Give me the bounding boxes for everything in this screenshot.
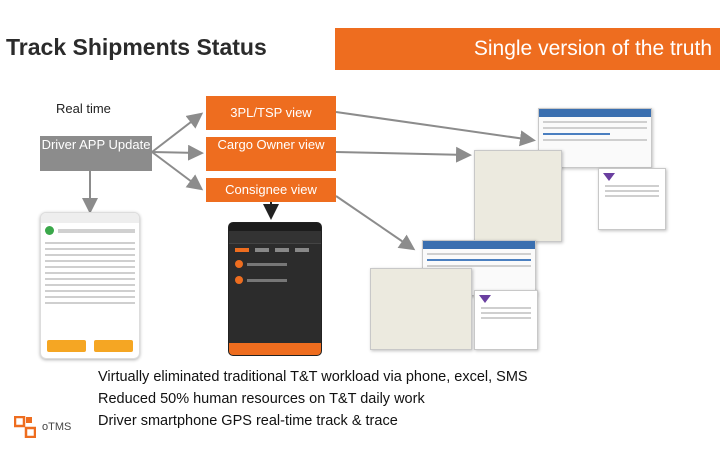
benefit-item: Virtually eliminated traditional T&T wor… (98, 369, 528, 385)
arrow-to-tsp (151, 112, 204, 153)
benefits-list: Virtually eliminated traditional T&T wor… (98, 366, 528, 432)
otms-logo-text: oTMS (42, 421, 72, 433)
cargo-map-screenshot (474, 150, 562, 242)
consignee-map-screenshot (370, 268, 472, 350)
otms-logo-icon (14, 416, 36, 438)
banner-text: Single version of the truth (473, 37, 712, 60)
app-bottom-bar (229, 343, 321, 355)
phone-action-button-left (47, 340, 86, 352)
tsp-view-box: 3PL/TSP view (206, 96, 336, 130)
driver-app-box: Driver APP Update (40, 136, 152, 171)
arrow-cargo-screen (335, 146, 472, 163)
cargo-timeline-popup (598, 168, 666, 230)
consignee-app-screenshot (228, 222, 322, 356)
page-title: Track Shipments Status (6, 34, 267, 60)
arrow-to-cargo (151, 144, 204, 161)
real-time-label: Real time (56, 101, 111, 116)
phone-action-button-right (94, 340, 133, 352)
benefit-item: Driver smartphone GPS real-time track & … (98, 413, 398, 429)
banner-single-version: Single version of the truth (335, 28, 720, 70)
benefit-item: Reduced 50% human resources on T&T daily… (98, 391, 425, 407)
status-dot-icon (45, 226, 54, 235)
arrow-to-consignee (151, 151, 204, 191)
arrow-consignee-screen (335, 195, 416, 251)
driver-app-screenshot (40, 212, 140, 359)
otms-logo: oTMS (14, 416, 71, 438)
consignee-view-box: Consignee view (206, 178, 336, 202)
consignee-timeline-popup (474, 290, 538, 350)
arrow-tsp-screen (335, 111, 536, 147)
cargo-owner-view-box: Cargo Owner view (206, 137, 336, 171)
